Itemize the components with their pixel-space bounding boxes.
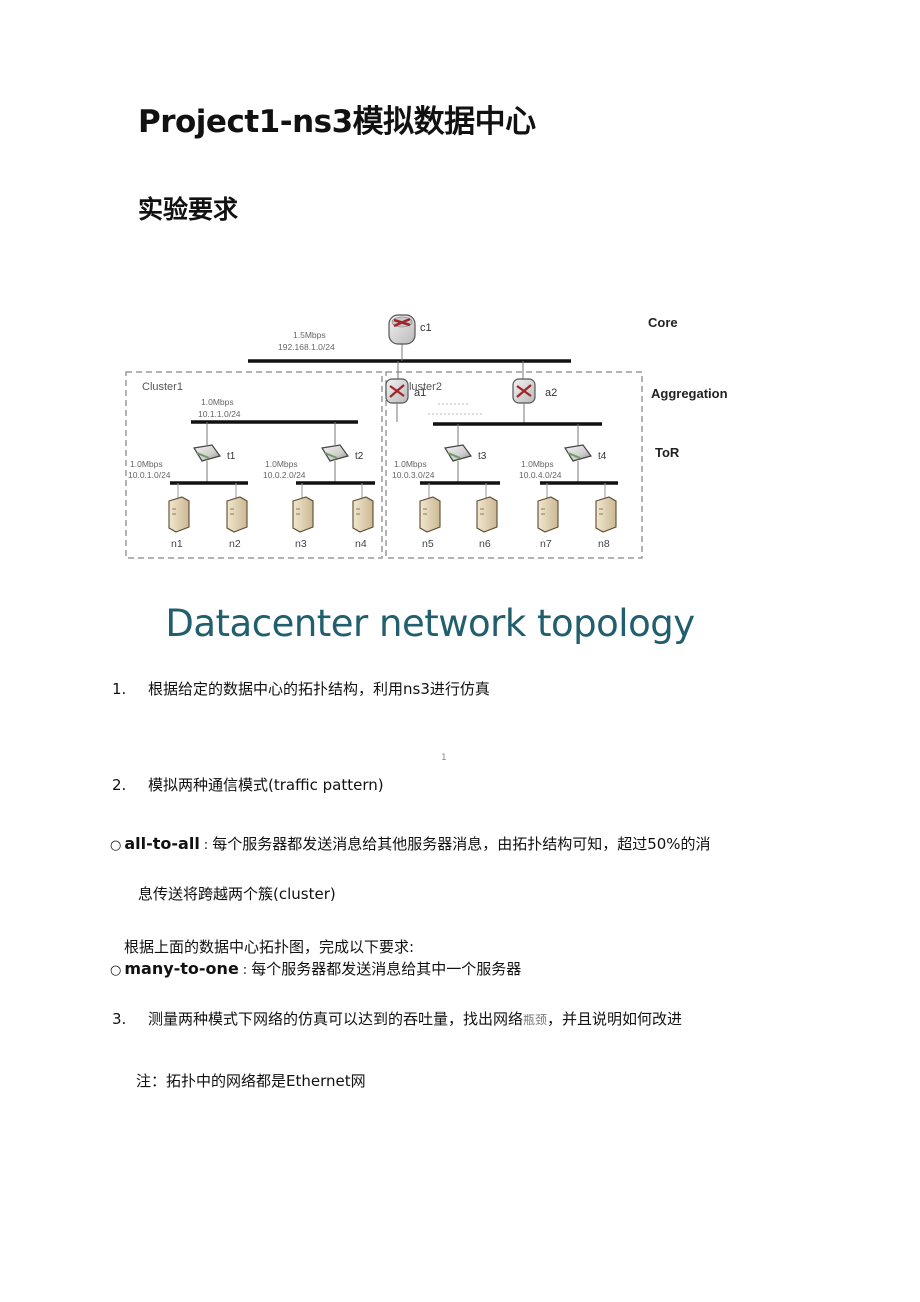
tor-subnet: 10.0.4.0/24 [519, 470, 562, 480]
list-text: 根据给定的数据中心的拓扑结构，利用ns3进行仿真 [148, 680, 490, 698]
core-link-speed: 1.5Mbps [293, 330, 326, 340]
tor-switch-name: t2 [355, 451, 364, 462]
switch-icon [444, 444, 472, 462]
cluster1-label: Cluster1 [142, 381, 183, 393]
pattern-separator: : [203, 838, 209, 853]
pattern-separator: : [242, 963, 248, 978]
list-item-2: 2. 模拟两种通信模式(traffic pattern) [112, 774, 384, 795]
server-icon [595, 496, 617, 533]
list-number: 2. [112, 776, 127, 794]
pattern-keyword: all-to-all [124, 834, 200, 853]
server-icon [292, 496, 314, 533]
tor-subnet: 10.0.1.0/24 [128, 470, 171, 480]
list-text: 测量两种模式下网络的仿真可以达到的吞吐量，找出网络 [148, 1010, 524, 1028]
server-icon [168, 496, 190, 533]
switch-icon [193, 444, 221, 462]
router-icon [388, 314, 416, 345]
router-icon [385, 378, 409, 404]
agg-router-a1-name: a1 [414, 387, 426, 399]
cluster2-label: Cluster2 [401, 381, 442, 393]
pattern-description: 每个服务器都发送消息给其他服务器消息，由拓扑结构可知，超过50%的消 [212, 835, 711, 853]
list-text: 模拟两种通信模式(traffic pattern) [148, 776, 384, 794]
tor-switch-name: t3 [478, 451, 487, 462]
server-icon [476, 496, 498, 533]
router-icon [512, 378, 536, 404]
note: 注：拓扑中的网络都是Ethernet网 [136, 1072, 366, 1090]
core-router-name: c1 [420, 322, 432, 334]
tor-subnet: 10.0.2.0/24 [263, 470, 306, 480]
switch-icon [321, 444, 349, 462]
agg-a1-link-speed: 1.0Mbps [201, 397, 234, 407]
section-heading: 实验要求 [138, 195, 239, 224]
tor-link-speed: 1.0Mbps [521, 459, 554, 469]
document-title: Project1-ns3模拟数据中心 [138, 104, 536, 140]
circle-bullet-icon: ○ [110, 963, 122, 978]
server-name: n1 [171, 538, 183, 550]
list-text-small: 瓶颈 [523, 1013, 548, 1027]
server-icon [419, 496, 441, 533]
tor-link-speed: 1.0Mbps [394, 459, 427, 469]
network-topology-diagram: Cluster1 Cluster2 Core Aggregation ToR 1… [125, 314, 728, 559]
list-text: ，并且说明如何改进 [547, 1010, 683, 1028]
figure-caption: Datacenter network topology [165, 602, 695, 645]
server-icon [226, 496, 248, 533]
layer-label-aggregation: Aggregation [651, 386, 728, 401]
server-name: n2 [229, 538, 241, 550]
pattern-all-to-all: ○all-to-all:每个服务器都发送消息给其他服务器消息，由拓扑结构可知，超… [110, 833, 711, 854]
server-name: n8 [598, 538, 610, 550]
pattern-description: 每个服务器都发送消息给其中一个服务器 [251, 960, 522, 978]
server-icon [352, 496, 374, 533]
tor-subnet: 10.0.3.0/24 [392, 470, 435, 480]
layer-label-core: Core [648, 315, 678, 330]
pattern-all-to-all-continuation: 息传送将跨越两个簇(cluster) [138, 885, 336, 903]
server-name: n3 [295, 538, 307, 550]
list-number: 3. [112, 1010, 127, 1028]
cluster1-box [125, 371, 383, 559]
server-name: n6 [479, 538, 491, 550]
list-item-1: 1. 根据给定的数据中心的拓扑结构，利用ns3进行仿真 [112, 678, 490, 699]
tor-link-speed: 1.0Mbps [265, 459, 298, 469]
cluster2-box [385, 371, 643, 559]
server-name: n7 [540, 538, 552, 550]
agg-router-a2-name: a2 [545, 387, 557, 399]
server-name: n4 [355, 538, 367, 550]
list-number: 1. [112, 680, 127, 698]
tor-switch-name: t4 [598, 451, 607, 462]
pattern-many-to-one: ○many-to-one:每个服务器都发送消息给其中一个服务器 [110, 958, 521, 979]
agg-a1-subnet: 10.1.1.0/24 [198, 409, 241, 419]
pattern-keyword: many-to-one [124, 959, 239, 978]
page-marker: 1 [441, 753, 447, 763]
circle-bullet-icon: ○ [110, 838, 122, 853]
server-name: n5 [422, 538, 434, 550]
list-item-3: 3. 测量两种模式下网络的仿真可以达到的吞吐量，找出网络瓶颈，并且说明如何改进 [112, 1008, 682, 1029]
tor-link-speed: 1.0Mbps [130, 459, 163, 469]
tor-switch-name: t1 [227, 451, 236, 462]
requirements-intro: 根据上面的数据中心拓扑图，完成以下要求: [124, 938, 415, 956]
server-icon [537, 496, 559, 533]
layer-label-tor: ToR [655, 445, 680, 460]
core-subnet: 192.168.1.0/24 [278, 342, 335, 352]
switch-icon [564, 444, 592, 462]
